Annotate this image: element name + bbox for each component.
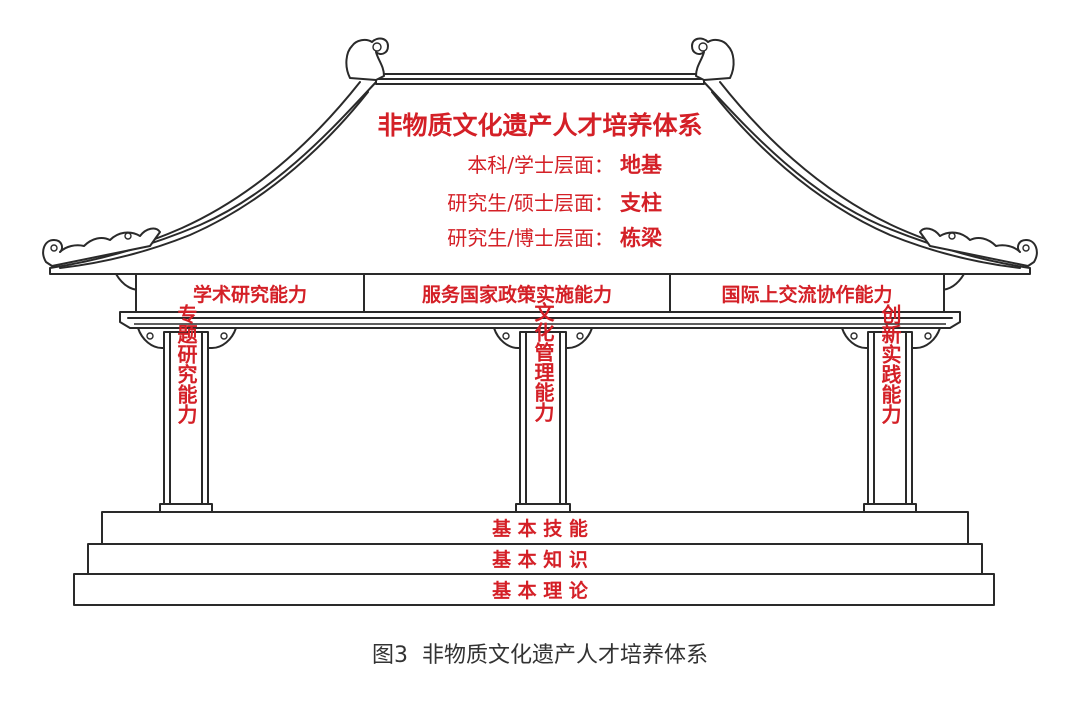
- foundation-steps: 基 本 技 能 基 本 知 识 基 本 理 论: [73, 511, 995, 606]
- pillars: 专题研究能力 文化管理能力 创新实践能力: [137, 301, 941, 513]
- roof-title: 非物质文化遗产人才培养体系: [377, 111, 702, 140]
- level-label: 本科/学士层面：: [467, 153, 614, 177]
- step-middle: [87, 543, 983, 575]
- step-label-theory: 基 本 理 论: [491, 579, 589, 602]
- pillar-label-research: 专题研究能力: [174, 303, 198, 425]
- roof-levels: 本科/学士层面： 地基 研究生/硕士层面： 支柱 研究生/博士层面： 栋梁: [447, 153, 663, 250]
- pillar-middle: 文化管理能力: [493, 301, 593, 513]
- level-label: 研究生/硕士层面：: [447, 191, 614, 215]
- step-label-knowledge: 基 本 知 识: [491, 548, 588, 571]
- ridge-ornament-right: [691, 37, 735, 81]
- pillar-label-management: 文化管理能力: [531, 301, 555, 423]
- step-label-skills: 基 本 技 能: [491, 517, 588, 540]
- eave-ornament-left: [42, 227, 161, 267]
- level-value: 栋梁: [620, 226, 663, 250]
- beam-cell-international: 国际上交流协作能力: [721, 283, 892, 306]
- ridge-ornament-left: [345, 37, 389, 81]
- step-bottom: [73, 573, 995, 606]
- pillar-left: 专题研究能力: [137, 303, 237, 513]
- beam-cell-academic: 学术研究能力: [193, 283, 307, 306]
- level-value: 地基: [620, 153, 663, 177]
- figure-caption: 图3 非物质文化遗产人才培养体系: [372, 643, 708, 668]
- pillar-label-innovation: 创新实践能力: [878, 303, 902, 425]
- level-label: 研究生/博士层面：: [447, 226, 614, 250]
- beam-cell-policy: 服务国家政策实施能力: [422, 283, 612, 306]
- pillar-right: 创新实践能力: [841, 303, 941, 513]
- level-value: 支柱: [620, 191, 662, 215]
- eave-ornament-right: [919, 227, 1038, 267]
- beam: 学术研究能力 服务国家政策实施能力 国际上交流协作能力: [115, 273, 965, 329]
- step-top: [101, 511, 969, 545]
- roof: 非物质文化遗产人才培养体系 本科/学士层面： 地基 研究生/硕士层面： 支柱 研…: [42, 37, 1038, 275]
